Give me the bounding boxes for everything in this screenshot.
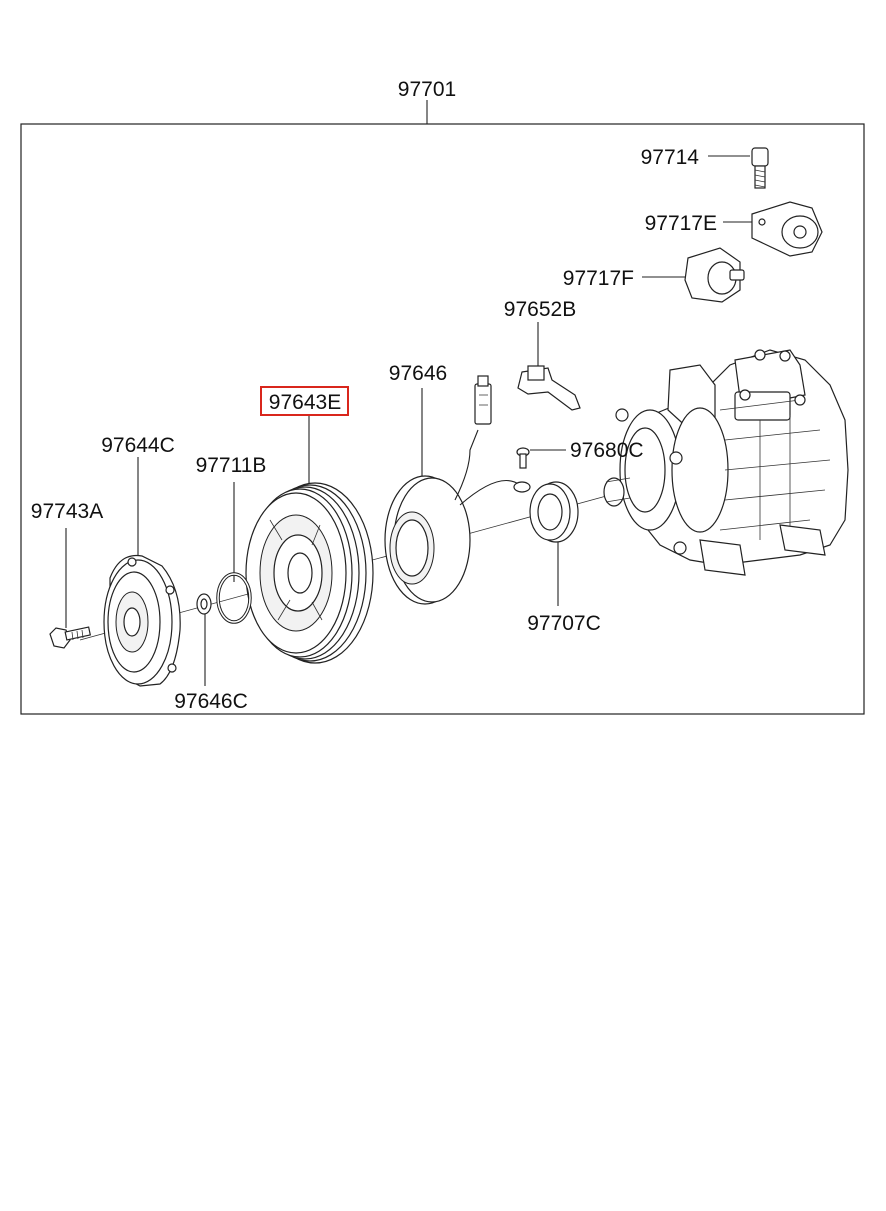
shim-icon <box>196 593 212 615</box>
part-97680C[interactable]: 97680C <box>516 439 644 469</box>
assembly-frame <box>20 123 865 715</box>
assembly-label[interactable]: 97701 <box>398 78 456 101</box>
part-97652B-label[interactable]: 97652B <box>504 298 576 321</box>
part-97643E[interactable]: 97643E <box>245 386 374 664</box>
cover-icon <box>751 201 823 257</box>
part-97646[interactable]: 97646 <box>384 362 531 605</box>
part-97646-label[interactable]: 97646 <box>389 362 447 385</box>
clutch-hub-icon <box>103 554 181 687</box>
bracket-icon <box>517 365 581 411</box>
part-97711B[interactable]: 97711B <box>196 454 267 624</box>
part-97743A-label[interactable]: 97743A <box>31 500 103 523</box>
part-97717F-label[interactable]: 97717F <box>563 267 634 290</box>
part-97717E-label[interactable]: 97717E <box>645 212 717 235</box>
part-97714[interactable]: 97714 <box>641 146 769 189</box>
compressor-body <box>603 349 849 576</box>
bolt-icon <box>49 626 92 649</box>
valve-icon <box>684 247 745 303</box>
part-97644C[interactable]: 97644C <box>101 434 181 687</box>
highlight-box <box>260 386 349 416</box>
part-97643E-label[interactable]: 97643E <box>269 391 341 414</box>
part-97743A[interactable]: 97743A <box>31 500 103 649</box>
part-97711B-label[interactable]: 97711B <box>196 454 267 477</box>
bolt-icon <box>751 147 769 189</box>
snap-ring-icon <box>216 572 252 624</box>
pulley-icon <box>245 482 374 664</box>
part-97707C[interactable]: 97707C <box>527 481 601 635</box>
part-97717F[interactable]: 97717F <box>563 247 745 303</box>
part-97717E[interactable]: 97717E <box>645 201 823 257</box>
field-coil-icon <box>384 375 531 605</box>
part-97644C-label[interactable]: 97644C <box>101 434 175 457</box>
part-97680C-label[interactable]: 97680C <box>570 439 644 462</box>
screw-icon <box>516 447 530 469</box>
part-97714-label[interactable]: 97714 <box>641 146 700 169</box>
bearing-icon <box>529 481 579 543</box>
part-97646C-label[interactable]: 97646C <box>174 690 248 713</box>
part-97707C-label[interactable]: 97707C <box>527 612 601 635</box>
part-97646C[interactable]: 97646C <box>174 593 248 713</box>
part-97652B[interactable]: 97652B <box>504 298 581 411</box>
